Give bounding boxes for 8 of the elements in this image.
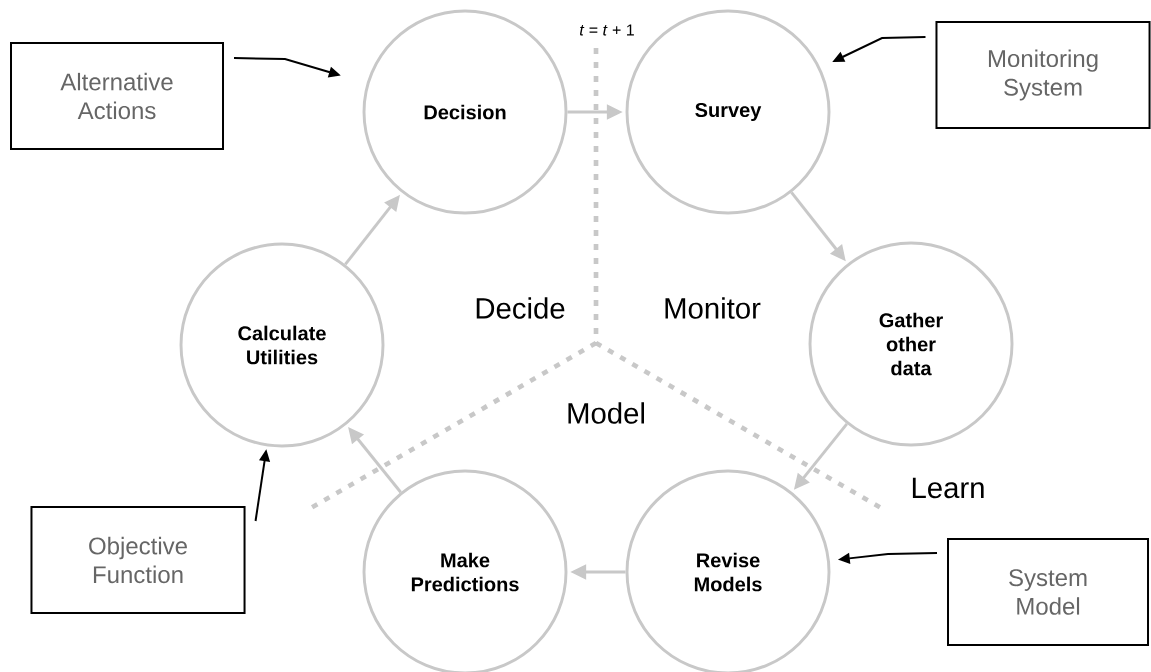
- callout-box: Alternative Actions: [10, 42, 224, 150]
- phase-label: Decide: [476, 297, 565, 319]
- callout-box: Monitoring System: [935, 21, 1151, 129]
- phase-label: Model: [568, 402, 644, 424]
- callout-box: System Model: [947, 538, 1149, 646]
- phase-label: Monitor: [665, 297, 761, 319]
- phase-label: Learn: [912, 477, 984, 499]
- callout-box: Objective Function: [30, 506, 246, 614]
